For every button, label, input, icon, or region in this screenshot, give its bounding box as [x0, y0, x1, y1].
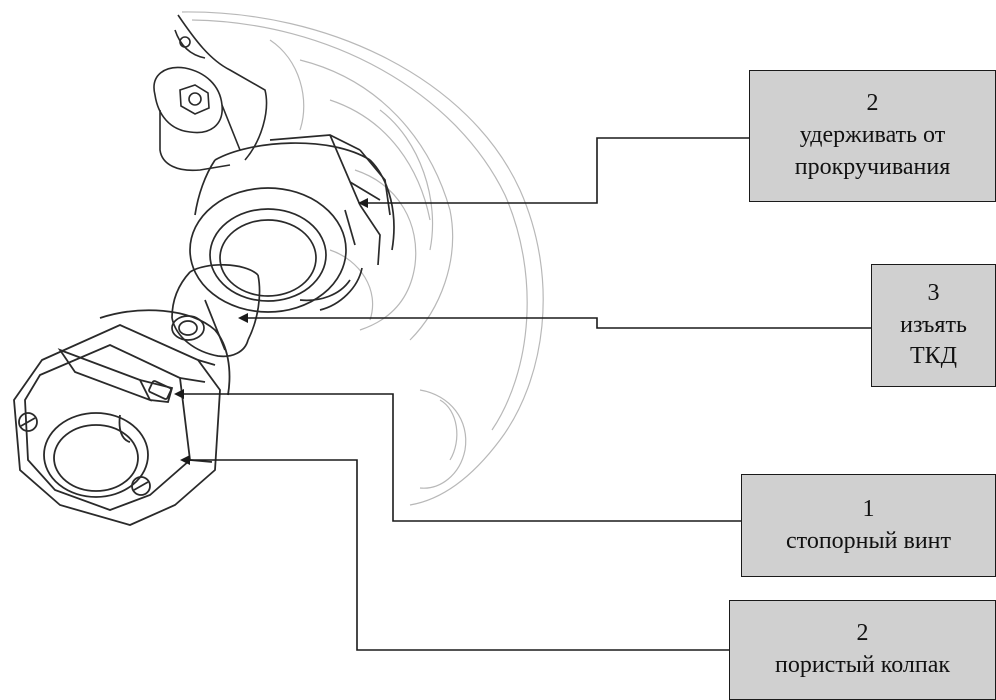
callout-porous-cap: 2 пористый колпак — [729, 600, 996, 700]
leader-screw — [174, 389, 741, 522]
porous-cap — [13, 309, 231, 526]
callout-number: 2 — [856, 620, 869, 647]
callout-set-screw: 1 стопорный винт — [741, 474, 996, 577]
housing — [181, 11, 544, 506]
callout-number: 2 — [866, 90, 879, 117]
callout-retain-from-rotation: 2 удерживать от прокручивания — [749, 70, 996, 202]
leader-cap — [180, 455, 729, 651]
callout-text-line: изъять — [900, 311, 967, 338]
leader-lines — [174, 137, 871, 651]
leader-extract — [238, 313, 871, 329]
callout-text-line: удерживать от — [799, 122, 946, 149]
retaining-ring — [189, 134, 395, 313]
bracket-with-hex-bolt — [153, 14, 268, 172]
callout-text-line: ТКД — [909, 343, 958, 370]
leader-retain — [358, 137, 749, 208]
callout-text-line: стопорный винт — [786, 527, 951, 554]
callout-text-line: прокручивания — [794, 153, 951, 180]
callout-number: 1 — [862, 495, 875, 522]
callout-text-line: пористый колпак — [774, 652, 951, 678]
callout-extract-tkd: 3 изъять ТКД — [871, 264, 996, 387]
callout-number: 3 — [927, 279, 940, 306]
